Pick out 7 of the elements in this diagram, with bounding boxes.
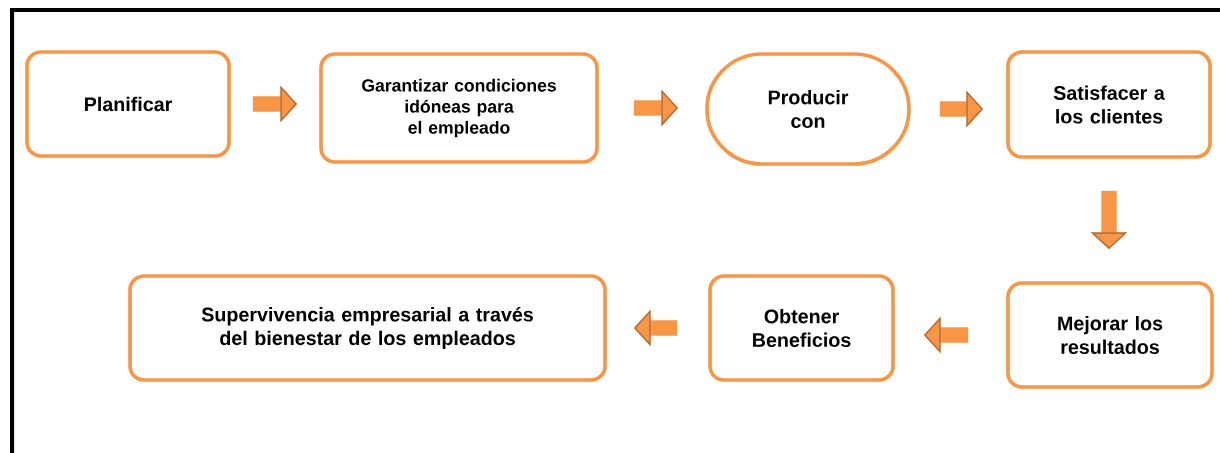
process-box: Planificar <box>25 50 231 158</box>
process-box: Garantizar condiciones idóneas para el empleado <box>319 52 599 164</box>
rounded-box: Producir con <box>705 52 911 166</box>
process-box: Satisfacer a los clientes <box>1006 50 1212 159</box>
process-box: Supervivencia empresarial a través del bienestar de los empleados <box>128 274 607 382</box>
process-box: Obtener Beneficios <box>708 274 895 382</box>
process-box: Mejorar los resultados <box>1006 281 1214 389</box>
